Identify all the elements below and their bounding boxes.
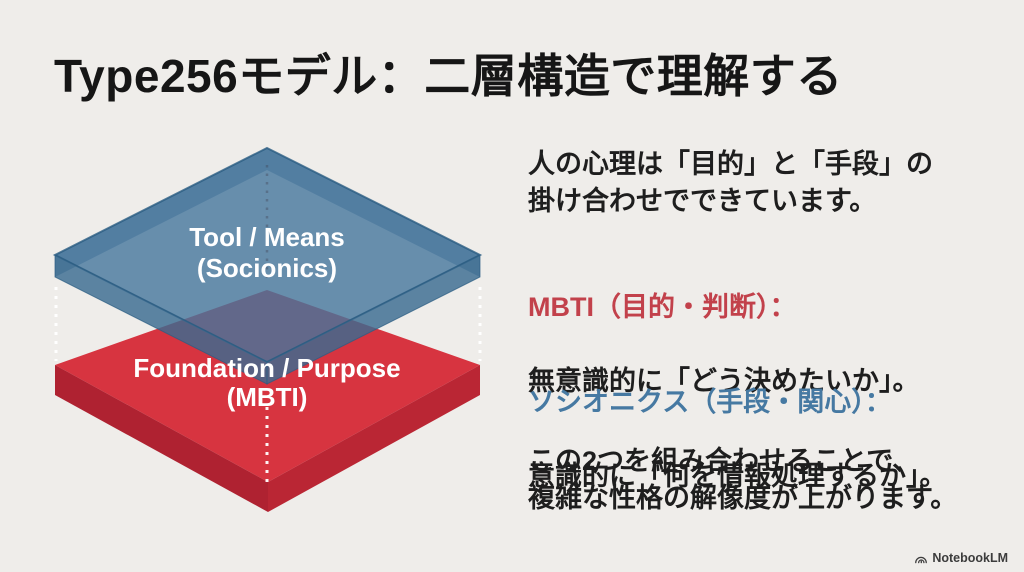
- socionics-heading: ソシオニクス（手段・関心）：: [528, 387, 892, 417]
- layer-stack-svg: Tool / Means (Socionics) Foundation / Pu…: [52, 146, 483, 512]
- red-front-left-face: [55, 365, 268, 512]
- mbti-body: 無意識的に「どう決めたいか」。: [528, 366, 920, 396]
- red-top-face: [55, 290, 480, 482]
- top-layer-label-line1: Tool / Means: [189, 222, 345, 252]
- conclusion-paragraph: この2つを組み合わせることで、 複雑な性格の解像度が上がります。: [528, 446, 958, 513]
- notebooklm-logo-icon: [914, 551, 928, 565]
- bottom-layer-label-line1: Foundation / Purpose: [133, 353, 400, 383]
- socionics-body: 意識的に「何を情報処理するか」。: [528, 461, 947, 491]
- top-layer-label-line2: (Socionics): [197, 253, 337, 283]
- mbti-section: MBTI（目的・判断）： 無意識的に「どう決めたいか」。: [528, 252, 1008, 400]
- mbti-heading: MBTI（目的・判断）：: [528, 292, 797, 322]
- bottom-layer-mbti: [55, 290, 480, 512]
- top-layer-socionics: [52, 146, 483, 385]
- notebooklm-brand-label: NotebookLM: [932, 551, 1008, 565]
- two-layer-diagram: Tool / Means (Socionics) Foundation / Pu…: [30, 135, 500, 535]
- notebooklm-brand: NotebookLM: [914, 551, 1008, 565]
- socionics-section: ソシオニクス（手段・関心）： 意識的に「何を情報処理するか」。: [528, 347, 1008, 495]
- intro-paragraph: 人の心理は「目的」と「手段」の 掛け合わせでできています。: [528, 149, 933, 216]
- bottom-layer-label-line2: (MBTI): [227, 382, 308, 412]
- slide-title: Type256モデル：二層構造で理解する: [54, 50, 843, 102]
- blue-front-right-face: [266, 254, 481, 385]
- red-front-right-face: [268, 365, 480, 512]
